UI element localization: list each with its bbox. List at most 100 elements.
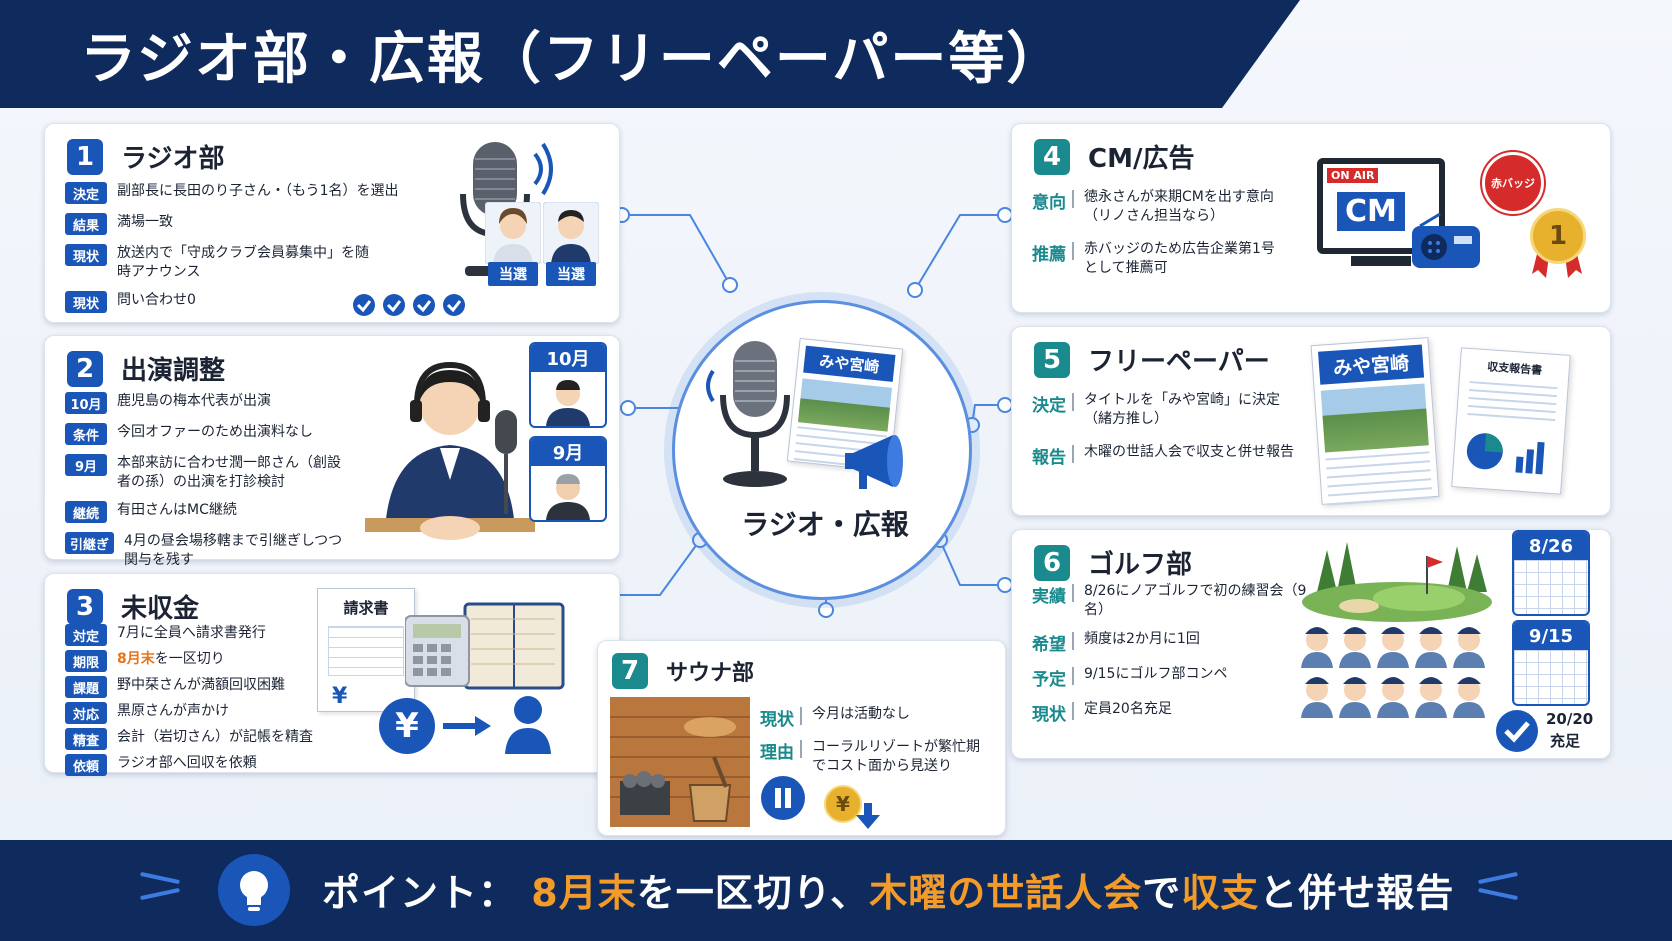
row-tag: 希望 bbox=[1032, 635, 1066, 655]
elected-badge: 当選 bbox=[546, 262, 596, 286]
freepaper-cover: みや宮崎 bbox=[1310, 337, 1440, 513]
central-hub: みや宮崎 ラジオ・広報 bbox=[672, 300, 972, 600]
section-number: 1 bbox=[67, 138, 103, 175]
row-text: コーラルリゾートが繁忙期でコスト面から見送り bbox=[812, 739, 980, 774]
row-tag: 期限 bbox=[65, 650, 107, 672]
row-text: 赤バッジのため広告企業第1号として推薦可 bbox=[1084, 241, 1275, 276]
row-tag: 予定 bbox=[1032, 670, 1066, 690]
row-text: 満場一致 bbox=[117, 214, 173, 230]
list-item: 10月鹿児島の梅本代表が出演 bbox=[65, 392, 385, 414]
row-text: 放送内で「守成クラブ会員募集中」を随時アナウンス bbox=[117, 245, 369, 280]
cm-label: CM bbox=[1337, 192, 1405, 231]
row-tag: 現状 bbox=[1032, 705, 1066, 725]
list-item: 9月本部来訪に合わせ潤一郎さん（創設者の孫）の出演を打診検討 bbox=[65, 454, 385, 492]
row-tag: 引継ぎ bbox=[65, 532, 115, 554]
lightbulb-icon bbox=[218, 854, 290, 926]
row-tag: 実績 bbox=[1032, 587, 1066, 607]
row-text: 今月は活動なし bbox=[812, 706, 910, 722]
row-text-rest: を一区切り bbox=[154, 651, 225, 667]
radio-icon bbox=[1412, 212, 1480, 268]
list-item: 条件今回オファーのため出演料なし bbox=[65, 423, 385, 445]
row-tag: 決定 bbox=[65, 182, 107, 204]
row-tag: 精査 bbox=[65, 728, 107, 750]
section-title: ラジオ部 bbox=[121, 144, 225, 174]
decor-dash bbox=[140, 887, 180, 901]
row-text: 4月の昼会場移轄まで引継ぎしつつ関与を残す bbox=[124, 533, 343, 568]
list-item: 決定副部長に長田のり子さん・（もう1名）を選出 bbox=[65, 182, 445, 204]
list-item: 決定タイトルを「みや宮崎」に決定（緒方推し） bbox=[1032, 391, 1312, 429]
section-number: 2 bbox=[67, 350, 103, 387]
card-cm: 4 CM/広告 意向徳永さんが来期CMを出す意向（リノさん担当なら） 推薦赤バッ… bbox=[1011, 123, 1611, 313]
footer-prefix: ポイント： bbox=[322, 871, 518, 915]
row-tag: 現状 bbox=[65, 291, 107, 313]
row-tag: 依頼 bbox=[65, 754, 107, 776]
row-tag: 現状 bbox=[65, 244, 107, 266]
list-item: 引継ぎ 4月の昼会場移轄まで引継ぎしつつ関与を残す bbox=[65, 532, 385, 570]
list-item: 期限 8月末を一区切り bbox=[65, 650, 325, 672]
capacity-count: 20/20 bbox=[1546, 710, 1594, 728]
list-item: 現状放送内で「守成クラブ会員募集中」を随時アナウンス bbox=[65, 244, 445, 282]
onair-label: ON AIR bbox=[1327, 168, 1379, 183]
megaphone-icon bbox=[845, 435, 903, 489]
section-number: 6 bbox=[1034, 544, 1070, 581]
calendar-date: 9/15 bbox=[1514, 622, 1588, 650]
person-avatar-icon bbox=[543, 202, 599, 264]
arrow-down-icon bbox=[856, 803, 880, 829]
list-item: 報告木曜の世話人会で収支と併せ報告 bbox=[1032, 443, 1312, 468]
list-item: 理由コーラルリゾートが繁忙期でコスト面から見送り bbox=[760, 738, 1000, 776]
calculator-ledger-icon bbox=[405, 602, 565, 690]
row-tag: 課題 bbox=[65, 676, 107, 698]
footer-text-2: で bbox=[1142, 871, 1182, 915]
newspaper-title: みや宮崎 bbox=[803, 345, 896, 382]
checkmark-icon bbox=[353, 294, 465, 316]
section-number: 5 bbox=[1034, 341, 1070, 378]
calendar-icon: 8/26 bbox=[1512, 530, 1590, 616]
list-item: 精査会計（岩切さん）が記帳を精査 bbox=[65, 728, 325, 750]
section-title: フリーペーパー bbox=[1088, 347, 1270, 377]
row-tag: 対定 bbox=[65, 624, 107, 646]
page-title: ラジオ部・広報（フリーペーパー等） bbox=[80, 27, 1065, 92]
row-text: 今回オファーのため出演料なし bbox=[117, 424, 313, 440]
footer-highlight-finance: 収支 bbox=[1181, 871, 1260, 915]
calendar-icon: 9月 bbox=[529, 436, 607, 522]
section-title: サウナ部 bbox=[666, 661, 755, 686]
pause-icon bbox=[761, 776, 805, 820]
red-badge-icon: 赤バッジ bbox=[1482, 152, 1544, 214]
microphone-icon bbox=[706, 341, 790, 487]
person-icon bbox=[505, 696, 551, 754]
row-text: 9/15にゴルフ部コンペ bbox=[1084, 666, 1228, 682]
row-text: 会計（岩切さん）が記帳を精査 bbox=[117, 729, 313, 745]
member-group-icon bbox=[1301, 627, 1485, 718]
golf-course-icon bbox=[1302, 542, 1492, 622]
list-item: 現状定員20名充足 bbox=[1032, 700, 1322, 725]
section-title: 出演調整 bbox=[121, 356, 226, 386]
decor-dash bbox=[1478, 871, 1518, 885]
row-tag: 10月 bbox=[65, 392, 107, 414]
row-text: 木曜の世話人会で収支と併せ報告 bbox=[1084, 444, 1294, 460]
row-tag: 条件 bbox=[65, 423, 107, 445]
yen-symbol: ¥ bbox=[332, 684, 348, 709]
elected-badge: 当選 bbox=[488, 262, 538, 286]
row-text: 有田さんはMC継続 bbox=[117, 502, 237, 518]
row-text: 問い合わせ0 bbox=[117, 292, 196, 308]
invoice-label: 請求書 bbox=[343, 599, 389, 617]
row-text: 徳永さんが来期CMを出す意向（リノさん担当なら） bbox=[1084, 189, 1274, 224]
footer-highlight-deadline: 8月末 bbox=[531, 871, 637, 915]
decor-dash bbox=[1478, 887, 1518, 901]
section-number: 7 bbox=[612, 653, 648, 689]
deadline-highlight: 8月末 bbox=[117, 651, 155, 667]
radio-host-illustration bbox=[365, 361, 535, 540]
footer-text-1: を一区切り、 bbox=[636, 871, 870, 915]
list-item: 課題野中栞さんが満額回収困難 bbox=[65, 676, 325, 698]
row-tag: 決定 bbox=[1032, 396, 1066, 416]
row-text: 頻度は2か月に1回 bbox=[1084, 631, 1200, 647]
row-tag: 理由 bbox=[760, 743, 794, 763]
list-item: 結果満場一致 bbox=[65, 213, 445, 235]
calendar-icon: 10月 bbox=[529, 342, 607, 428]
list-item: 現状今月は活動なし bbox=[760, 705, 1000, 730]
list-item: 現状問い合わせ0 bbox=[65, 291, 445, 313]
list-item: 希望 頻度は2か月に1回 bbox=[1032, 630, 1322, 655]
card-sauna: 7 サウナ部 現状今月は活動なし 理由コーラルリゾートが繁忙期でコスト面から見送… bbox=[597, 640, 1006, 836]
